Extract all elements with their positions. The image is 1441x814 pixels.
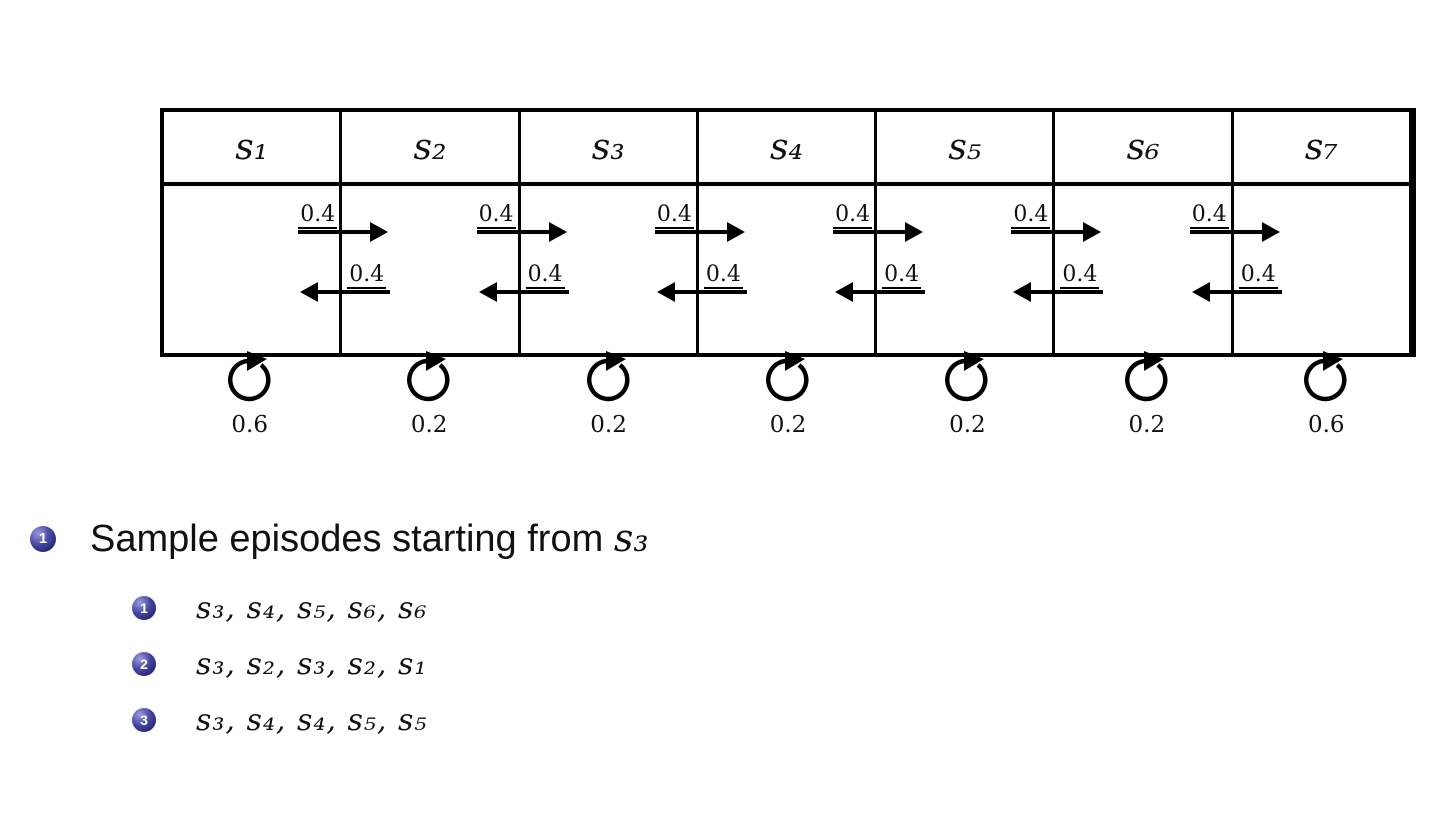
markov-chain-diagram: s₁ s₂ s₃ s₄ s₅ s₆ s₇ 0.4: [160, 108, 1416, 357]
transition-pair-3: 0.4 0.4: [649, 203, 749, 313]
self-loop-s1-prob: 0.6: [231, 412, 268, 438]
transition-1-left-prob: 0.4: [347, 263, 387, 290]
self-loop-arrow-icon: [586, 351, 630, 402]
transition-1-right-prob: 0.4: [298, 203, 338, 230]
bullet-1-icon: 1: [30, 525, 56, 552]
transition-pair-6: 0.4 0.4: [1184, 203, 1284, 313]
transition-4-right-prob: 0.4: [833, 203, 873, 230]
state-s7-label: s₇: [1233, 112, 1409, 186]
self-loop-arrow-icon: [945, 351, 988, 402]
arrow-left-icon: [478, 282, 569, 302]
transition-5-left-prob: 0.4: [1060, 263, 1100, 290]
episode-1-bullet-icon: 1: [132, 596, 156, 620]
arrow-right-icon: [833, 222, 924, 242]
self-loop-s7-prob: 0.6: [1307, 412, 1345, 438]
arrow-left-icon: [835, 282, 926, 302]
episode-2-sequence: s₃, s₂, s₃, s₂, s₁: [196, 646, 428, 682]
episode-1-sequence: s₃, s₄, s₅, s₆, s₆: [196, 590, 428, 626]
self-loop-s4-prob: 0.2: [769, 412, 807, 438]
transition-2-left-prob: 0.4: [525, 263, 565, 290]
self-loop-s2-prob: 0.2: [410, 412, 448, 438]
self-loop-s2: 0.2: [339, 350, 518, 438]
transition-6-right-prob: 0.4: [1189, 203, 1229, 230]
self-loop-s5: 0.2: [878, 350, 1057, 438]
state-s6-label: s₆: [1055, 112, 1231, 186]
state-s2-label: s₂: [342, 112, 518, 186]
state-s1-label: s₁: [164, 112, 340, 186]
arrow-left-icon: [656, 282, 747, 302]
arrow-right-icon: [476, 222, 567, 242]
self-loop-s6-prob: 0.2: [1128, 412, 1166, 438]
self-loop-arrow-icon: [766, 351, 809, 402]
self-loop-arrow-icon: [407, 351, 450, 402]
arrow-right-icon: [298, 222, 389, 242]
episode-2-bullet-icon: 2: [132, 652, 156, 676]
episode-item-2: 2 s₃, s₂, s₃, s₂, s₁: [132, 646, 427, 682]
self-loop-s3-prob: 0.2: [590, 412, 627, 438]
transition-pair-5: 0.4 0.4: [1005, 203, 1105, 313]
main-item-text-plain: Sample episodes starting from: [90, 518, 614, 560]
arrow-left-icon: [300, 282, 391, 302]
arrow-left-icon: [1191, 282, 1282, 302]
self-loop-arrow-icon: [227, 351, 271, 402]
self-loops-row: 0.6 0.2 0.2 0.2: [160, 350, 1416, 438]
main-item-state: s₃: [613, 516, 649, 560]
episode-3-bullet-icon: 3: [132, 708, 156, 732]
self-loop-s4: 0.2: [698, 350, 877, 438]
state-column-s7: s₇: [1233, 112, 1412, 353]
transition-pair-2: 0.4 0.4: [471, 203, 571, 313]
state-s3-label: s₃: [520, 112, 696, 186]
main-item-text: Sample episodes starting from s₃: [90, 516, 649, 561]
episode-item-3: 3 s₃, s₄, s₄, s₅, s₅: [132, 702, 427, 738]
arrow-left-icon: [1013, 282, 1104, 302]
transition-3-left-prob: 0.4: [703, 263, 743, 290]
self-loop-s6: 0.2: [1057, 350, 1236, 438]
episode-3-sequence: s₃, s₄, s₄, s₅, s₅: [196, 702, 428, 738]
transition-2-right-prob: 0.4: [476, 203, 516, 230]
list-item-main: 1 Sample episodes starting from s₃: [30, 516, 649, 561]
episode-list: 1 s₃, s₄, s₅, s₆, s₆ 2 s₃, s₂, s₃, s₂, s…: [132, 590, 427, 758]
state-s5-label: s₅: [877, 112, 1053, 186]
self-loop-arrow-icon: [1304, 351, 1347, 402]
self-loop-arrow-icon: [1124, 351, 1168, 402]
self-loop-s1: 0.6: [160, 350, 339, 438]
arrow-right-icon: [1189, 222, 1280, 242]
arrow-right-icon: [1011, 222, 1102, 242]
self-loop-s3: 0.2: [519, 350, 698, 438]
transition-4-left-prob: 0.4: [882, 263, 922, 290]
state-s4-label: s₄: [698, 112, 875, 186]
episode-item-1: 1 s₃, s₄, s₅, s₆, s₆: [132, 590, 427, 626]
transition-pair-1: 0.4 0.4: [292, 203, 392, 313]
transition-6-left-prob: 0.4: [1238, 263, 1278, 290]
self-loop-s5-prob: 0.2: [949, 412, 986, 438]
self-loop-s7: 0.6: [1237, 350, 1416, 438]
arrow-right-icon: [654, 222, 745, 242]
transition-5-right-prob: 0.4: [1011, 203, 1051, 230]
transition-pair-4: 0.4 0.4: [827, 203, 927, 313]
transition-3-right-prob: 0.4: [654, 203, 694, 230]
